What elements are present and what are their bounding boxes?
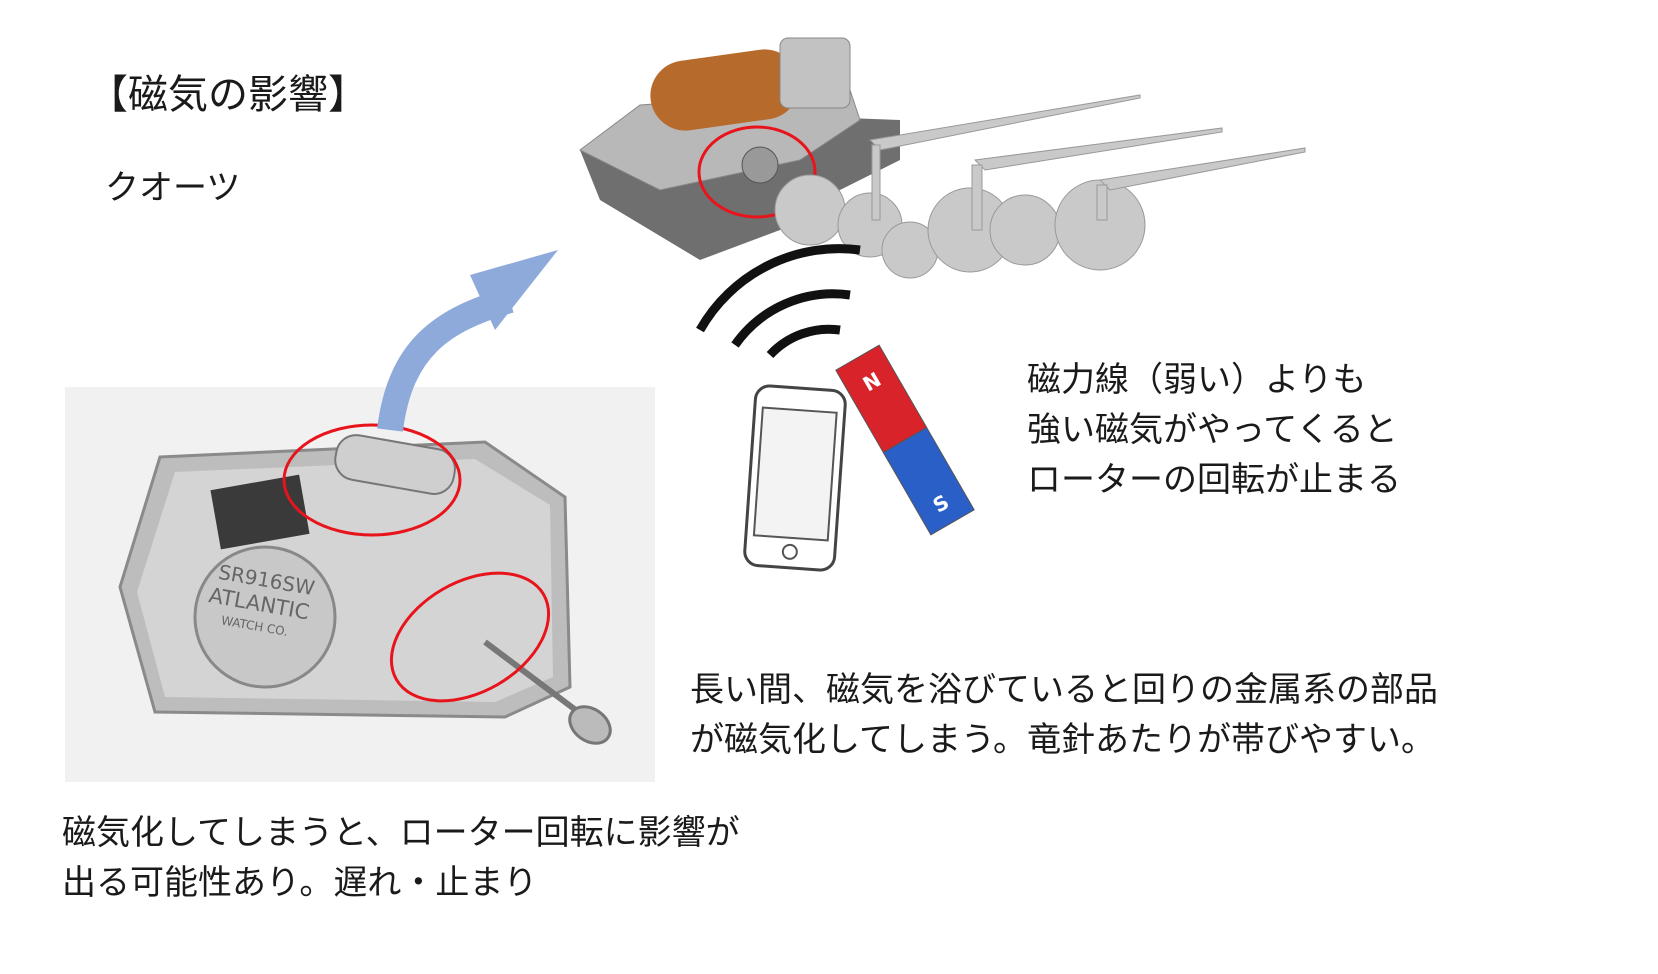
right-note-line: ローターの回転が止まる: [1027, 460, 1401, 500]
smartphone-icon: [743, 384, 847, 572]
right-note-line: 強い磁気がやってくると: [1027, 410, 1398, 450]
middle-note-line: が磁気化してしまう。竜針あたりが帯びやすい。: [690, 720, 1435, 760]
crown-highlight-circle: [389, 571, 551, 703]
gear-train-illustration: [774, 94, 1306, 279]
movement-illustration: SR916SW ATLANTIC WATCH CO.: [118, 423, 612, 745]
middle-note: 長い間、磁気を浴びていると回りの金属系の部品 が磁気化してしまう。竜針あたりが帯…: [690, 665, 1438, 765]
bottom-note: 磁気化してしまうと、ローター回転に影響が 出る可能性あり。遅れ・止まり: [62, 808, 740, 908]
bottom-note-line: 出る可能性あり。遅れ・止まり: [62, 863, 538, 903]
magnetic-wave-icon: [696, 244, 861, 359]
arrow-head-icon: [470, 250, 558, 330]
right-note: 磁力線（弱い）よりも 強い磁気がやってくると ローターの回転が止まる: [1027, 355, 1401, 505]
middle-note-line: 長い間、磁気を浴びていると回りの金属系の部品: [690, 670, 1438, 710]
bottom-note-line: 磁気化してしまうと、ローター回転に影響が: [62, 813, 740, 853]
watch-movement-photo: SR916SW ATLANTIC WATCH CO.: [65, 387, 655, 782]
slide-title: 【磁気の影響】: [88, 72, 368, 118]
bar-magnet-icon: N S: [835, 344, 975, 536]
coil-highlight-circle: [282, 423, 462, 537]
section-subtitle: クオーツ: [105, 168, 241, 208]
right-note-line: 磁力線（弱い）よりも: [1027, 360, 1367, 400]
coil-unit-illustration: [579, 37, 900, 260]
rotor-highlight-circle: [697, 125, 817, 219]
